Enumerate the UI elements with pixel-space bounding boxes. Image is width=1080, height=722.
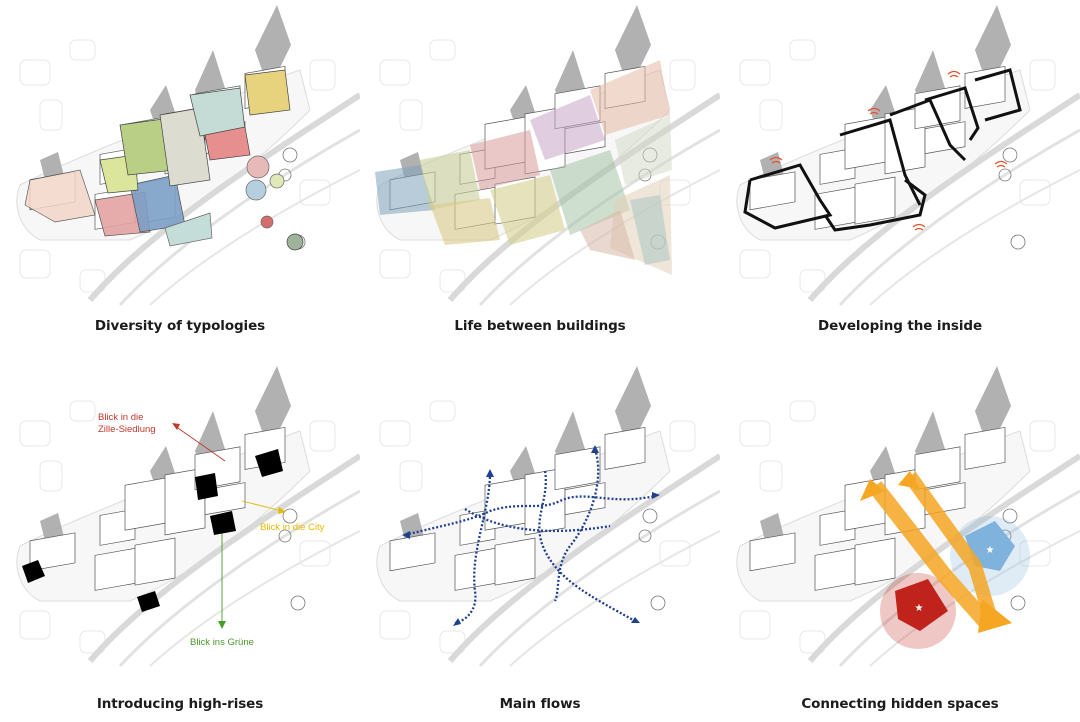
panel-main-flows: Main flows	[360, 361, 720, 722]
annotation-city: Blick in die City	[260, 522, 325, 533]
panel-caption: Introducing high-rises	[96, 696, 264, 712]
diagram-base	[376, 366, 720, 668]
annotation-green: Blick ins Grüne	[190, 637, 254, 648]
panel-caption: Developing the inside	[817, 318, 983, 334]
diagram-base	[16, 366, 360, 668]
panel-caption: Connecting hidden spaces	[801, 696, 999, 712]
panel-caption: Main flows	[499, 696, 581, 712]
panel-connecting-hidden-spaces: ★ ★ Connecting hidden spaces	[720, 361, 1080, 722]
public-space-overlay	[375, 60, 672, 275]
typology-overlay	[24, 69, 304, 251]
panel-diversity-of-typologies: Diversity of typologies	[0, 0, 360, 361]
inside-overlay	[743, 68, 1022, 232]
panel-introducing-high-rises: Blick in die Zille-Siedlung Blick in die…	[0, 361, 360, 722]
panel-life-between-buildings: Life between buildings	[360, 0, 720, 361]
svg-text:★: ★	[915, 603, 924, 614]
annotation-zille: Blick in die Zille-Siedlung	[98, 412, 156, 435]
high-rise-overlay	[22, 423, 286, 629]
hidden-spaces-overlay: ★ ★	[860, 471, 1030, 649]
wifi-icon	[769, 70, 1008, 231]
flow-overlay	[402, 445, 660, 626]
svg-text:★: ★	[986, 545, 995, 556]
panel-caption: Diversity of typologies	[94, 318, 266, 334]
panel-caption: Life between buildings	[454, 318, 626, 334]
panel-developing-the-inside: Developing the inside	[720, 0, 1080, 361]
